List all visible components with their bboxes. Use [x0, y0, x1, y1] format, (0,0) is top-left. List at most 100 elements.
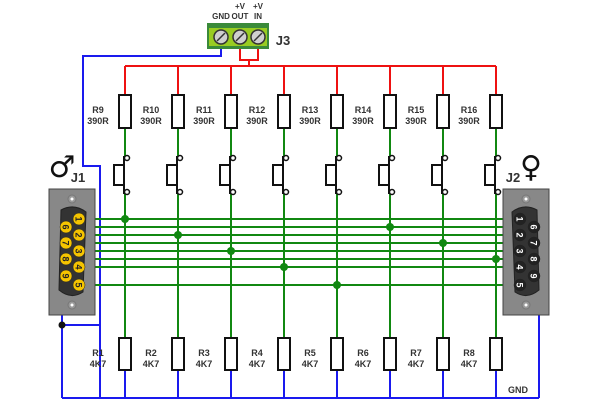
- resistor-r15: [436, 94, 450, 129]
- wires: [58, 44, 540, 399]
- mounting-hole-center: [70, 197, 74, 201]
- junction-dot: [439, 239, 447, 247]
- gender-symbol-icon: ♀: [520, 150, 542, 185]
- screw-slot: [253, 32, 263, 42]
- terminal-block-ref: J3: [276, 33, 290, 48]
- pin: [72, 228, 86, 242]
- gender-symbol-icon: ♂: [49, 150, 76, 185]
- pin-number: 8: [61, 256, 71, 261]
- resistor-value: 4K7: [249, 359, 266, 369]
- pin: [72, 278, 86, 292]
- resistor-r16: [489, 94, 503, 129]
- pushbutton-switch: [484, 154, 502, 196]
- switch-contact: [176, 188, 184, 196]
- pin-number: 6: [529, 224, 539, 229]
- resistor-value: 390R: [352, 116, 374, 126]
- pushbutton-switch: [166, 154, 184, 196]
- junction-dot: [333, 281, 341, 289]
- resistor-ref: R2: [145, 348, 157, 358]
- pin: [513, 244, 527, 258]
- switch-contact: [441, 188, 449, 196]
- switch-contact: [176, 154, 184, 162]
- junction-dot: [492, 255, 500, 263]
- screw-slot: [235, 32, 245, 42]
- resistor-ref: R16: [461, 105, 478, 115]
- resistor-ref: R8: [463, 348, 475, 358]
- junction-dot: [121, 215, 129, 223]
- switch-contact: [123, 188, 131, 196]
- resistor-r1: [118, 337, 132, 371]
- pushbutton-switch: [219, 154, 237, 196]
- resistor-value: 4K7: [355, 359, 372, 369]
- resistor-r6: [383, 337, 397, 371]
- switch-contact: [229, 154, 237, 162]
- pushbutton-switch: [431, 154, 449, 196]
- pin-number: 6: [61, 224, 71, 229]
- switch-contact: [123, 154, 131, 162]
- pin: [513, 260, 527, 274]
- resistor-value: 4K7: [408, 359, 425, 369]
- pin-number: 1: [515, 216, 525, 221]
- resistor-ref: R7: [410, 348, 422, 358]
- pin-number: 3: [74, 248, 84, 253]
- mounting-hole-center: [70, 303, 74, 307]
- connector-ref: J2: [506, 170, 520, 185]
- resistor-value: 390R: [87, 116, 109, 126]
- screw-slot: [216, 32, 226, 42]
- resistor-ref: R15: [408, 105, 425, 115]
- resistor-ref: R13: [302, 105, 319, 115]
- labels: R9390RR14K7R10390RR24K7R11390RR34K7R1239…: [49, 2, 542, 395]
- terminal-pin-label-top: +V: [253, 2, 264, 11]
- resistor-ref: R9: [92, 105, 104, 115]
- pin-number: 2: [74, 232, 84, 237]
- resistor-r2: [171, 337, 185, 371]
- gnd-junction: [58, 321, 66, 329]
- pin-number: 7: [529, 240, 539, 245]
- pin: [513, 278, 527, 292]
- pin-number: 4: [74, 264, 84, 269]
- gnd-wire-j3: [82, 44, 222, 398]
- switch-button: [113, 164, 124, 186]
- switch-button: [272, 164, 283, 186]
- pin-number: 5: [515, 282, 525, 287]
- pin: [527, 236, 541, 250]
- mounting-hole-center: [524, 197, 528, 201]
- mounting-hole-center: [524, 303, 528, 307]
- pin-number: 5: [74, 282, 84, 287]
- resistor-ref: R12: [249, 105, 266, 115]
- resistor-value: 4K7: [90, 359, 107, 369]
- resistor-ref: R11: [196, 105, 212, 115]
- resistor-r8: [489, 337, 503, 371]
- pin: [72, 244, 86, 258]
- resistor-ref: R4: [251, 348, 263, 358]
- connector-ref: J1: [71, 170, 85, 185]
- pin-number: 7: [61, 240, 71, 245]
- junction-dot: [174, 231, 182, 239]
- resistor-value: 390R: [458, 116, 480, 126]
- resistor-value: 390R: [246, 116, 268, 126]
- switch-contact: [335, 154, 343, 162]
- switch-button: [219, 164, 230, 186]
- resistor-r12: [277, 94, 291, 129]
- terminal-pin-label: OUT: [232, 12, 249, 21]
- junction-dot: [280, 263, 288, 271]
- switch-contact: [441, 154, 449, 162]
- terminal-pin-label: IN: [254, 12, 262, 21]
- switch-button: [378, 164, 389, 186]
- resistor-value: 390R: [140, 116, 162, 126]
- gnd-label: GND: [508, 385, 529, 395]
- pin: [72, 260, 86, 274]
- resistor-ref: R1: [92, 348, 104, 358]
- pin-number: 3: [515, 248, 525, 253]
- switch-contact: [388, 154, 396, 162]
- pin-number: 2: [515, 232, 525, 237]
- resistor-r10: [171, 94, 185, 129]
- pin: [513, 228, 527, 242]
- resistor-value: 4K7: [302, 359, 319, 369]
- pin: [513, 212, 527, 226]
- pin-number: 8: [529, 256, 539, 261]
- resistor-value: 390R: [405, 116, 427, 126]
